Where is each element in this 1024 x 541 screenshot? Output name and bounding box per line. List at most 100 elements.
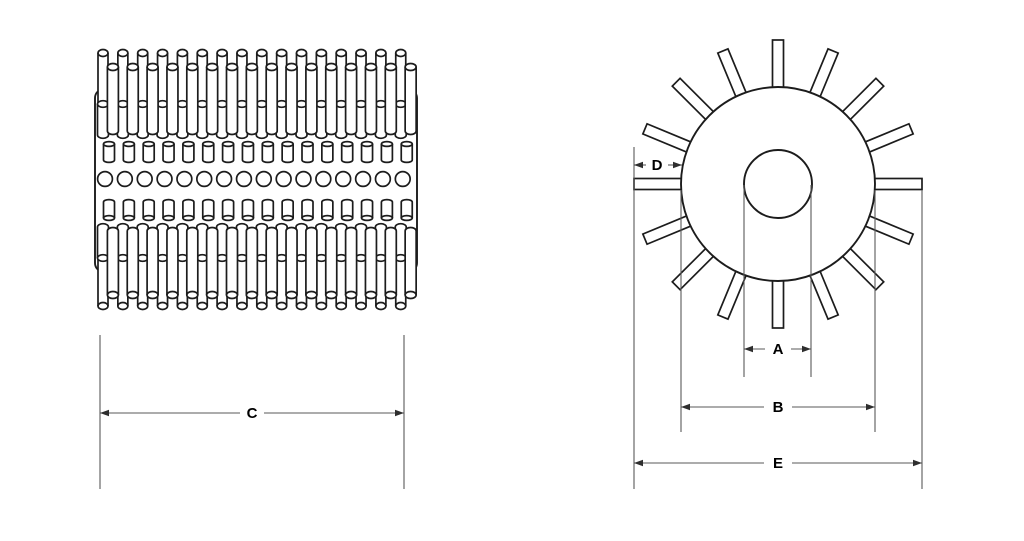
bottom-front-pin	[344, 226, 358, 300]
top-back-pin	[394, 48, 407, 104]
upper-pin-socket	[201, 140, 215, 164]
top-front-pin	[225, 62, 239, 136]
roller-end-view	[633, 39, 923, 329]
bottom-back-pin	[116, 258, 129, 311]
upper-pin-socket	[360, 140, 374, 164]
top-back-pin	[295, 48, 308, 104]
dimension-arrowhead	[802, 345, 811, 353]
center-pin-hole	[136, 170, 153, 188]
top-back-pin	[116, 48, 129, 104]
bottom-back-pin	[216, 258, 228, 311]
dim-label-a: A	[773, 341, 784, 358]
top-back-pin	[97, 48, 109, 104]
top-back-pin	[375, 48, 387, 104]
bottom-front-pin	[364, 226, 378, 300]
lower-pin-socket	[340, 198, 354, 222]
bottom-back-pin	[196, 258, 209, 311]
top-front-pin	[245, 62, 259, 136]
bottom-back-pin	[275, 258, 288, 311]
upper-pin-socket	[380, 140, 394, 164]
center-pin-hole	[96, 170, 114, 188]
bottom-back-pin	[255, 258, 268, 311]
dimension-labels: C D A B E	[247, 157, 784, 472]
center-pin-hole	[275, 170, 292, 188]
top-front-pin	[205, 62, 219, 136]
top-front-pin	[324, 62, 338, 136]
top-back-pin	[355, 48, 367, 104]
center-pin-hole	[334, 170, 352, 188]
lower-pin-socket	[102, 198, 116, 222]
top-back-pin	[196, 48, 209, 104]
top-front-pin	[384, 62, 398, 136]
bottom-front-pin	[305, 226, 318, 300]
lower-pin-socket	[321, 198, 334, 222]
top-back-pin	[176, 48, 189, 104]
lower-pin-socket	[241, 198, 255, 222]
top-back-pin	[136, 48, 149, 104]
bottom-front-pin	[324, 226, 338, 300]
center-pin-hole	[354, 170, 372, 188]
bottom-back-pin	[335, 258, 348, 311]
lower-pin-socket	[182, 198, 195, 222]
center-pin-hole	[156, 170, 173, 188]
dimension-arrowhead	[395, 409, 404, 417]
bottom-front-pin	[265, 226, 279, 300]
bottom-front-pin	[225, 226, 239, 300]
center-pin-hole	[394, 170, 412, 188]
upper-pin-socket	[142, 140, 156, 164]
upper-pin-socket	[122, 140, 136, 164]
center-pin-hole	[255, 170, 273, 188]
upper-pin-socket	[281, 140, 294, 164]
upper-pin-socket	[221, 140, 235, 164]
bottom-back-pin	[375, 258, 387, 311]
center-pin-hole	[374, 170, 392, 188]
dimension-arrowhead	[913, 459, 922, 467]
upper-pin-socket	[400, 140, 414, 164]
bottom-front-pin	[166, 226, 179, 300]
bottom-back-pin	[394, 258, 407, 311]
top-front-pin	[344, 62, 358, 136]
bottom-back-pin	[97, 258, 109, 311]
dimension-arrowhead	[681, 403, 690, 411]
bottom-front-pin	[285, 226, 298, 300]
bottom-front-pin	[404, 226, 417, 300]
bottom-back-pin	[355, 258, 367, 311]
bottom-front-pin	[126, 226, 140, 300]
bottom-front-pin	[106, 226, 120, 300]
lower-pin-socket	[400, 198, 414, 222]
dim-label-b: B	[773, 399, 784, 416]
top-front-pin	[305, 62, 318, 136]
top-front-pin	[265, 62, 279, 136]
top-back-pin	[156, 48, 169, 104]
top-front-pin	[404, 62, 417, 136]
dim-label-c: C	[247, 405, 258, 422]
center-pin-hole	[235, 170, 253, 188]
bottom-front-pin	[185, 226, 199, 300]
center-pin-hole	[215, 170, 233, 188]
lower-pin-socket	[162, 198, 175, 222]
center-pin-hole	[196, 170, 213, 188]
dimension-lines	[99, 147, 923, 489]
bottom-front-pin	[205, 226, 219, 300]
upper-pin-socket	[301, 140, 314, 164]
upper-pin-socket	[340, 140, 354, 164]
lower-pin-socket	[221, 198, 235, 222]
lower-pin-socket	[301, 198, 314, 222]
lower-pin-socket	[380, 198, 394, 222]
top-front-pin	[106, 62, 120, 136]
lower-pin-socket	[261, 198, 275, 222]
bottom-back-pin	[236, 258, 248, 311]
bottom-back-pin	[136, 258, 149, 311]
top-back-pin	[255, 48, 268, 104]
top-front-pin	[166, 62, 179, 136]
dimension-arrowhead	[634, 459, 643, 467]
top-back-pin	[216, 48, 228, 104]
top-front-pin	[185, 62, 199, 136]
top-back-pin	[315, 48, 328, 104]
bottom-back-pin	[176, 258, 189, 311]
dim-label-d: D	[652, 157, 663, 174]
upper-pin-socket	[182, 140, 195, 164]
dimension-arrowhead	[866, 403, 875, 411]
bottom-front-pin	[146, 226, 159, 300]
roller-side-view	[94, 48, 418, 311]
